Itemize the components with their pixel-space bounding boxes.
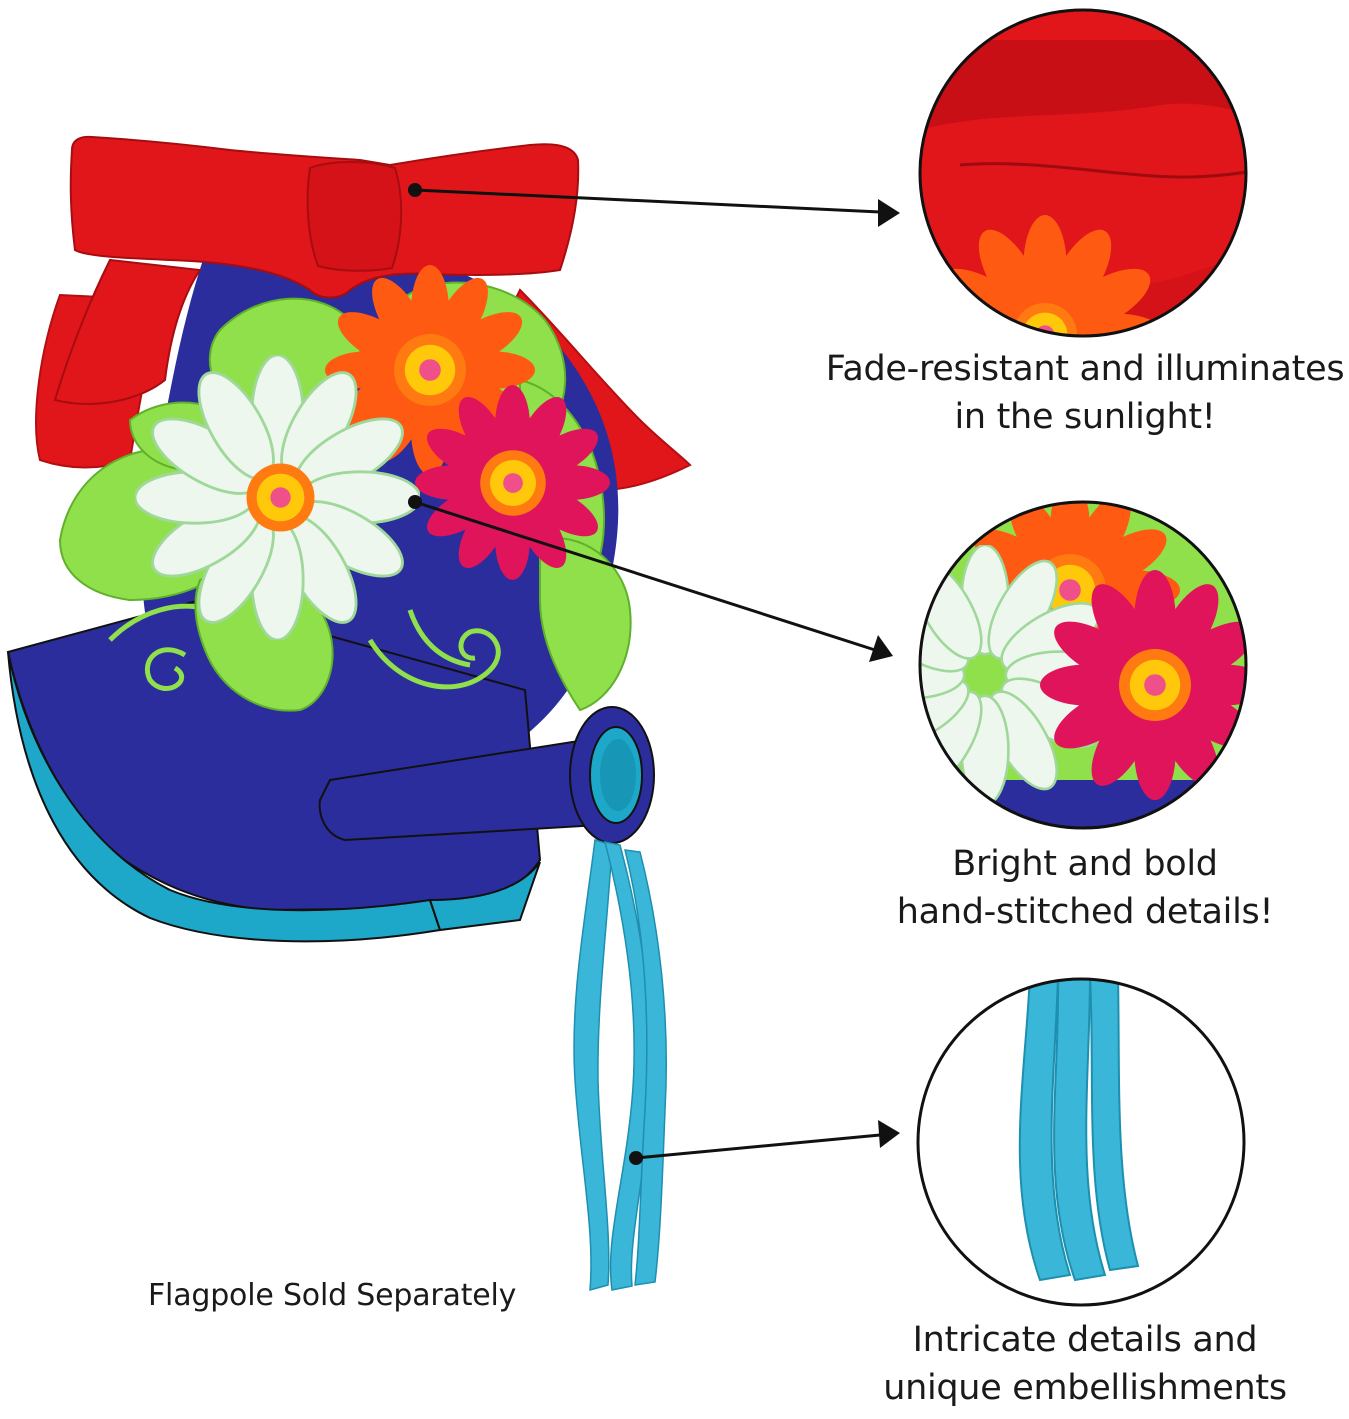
bow-icon — [53, 135, 580, 405]
arrow-icon — [408, 183, 900, 1165]
caption-line: Bright and bold — [952, 844, 1218, 884]
caption-line: unique embellishments — [883, 1368, 1287, 1408]
flower-detail-circle — [920, 502, 1246, 828]
callout-caption-fade-resistant: Fade-resistant and illuminates in the su… — [790, 345, 1349, 441]
caption-line: Intricate details and — [912, 1320, 1258, 1360]
caption-line: in the sunlight! — [954, 397, 1216, 437]
callout-caption-hand-stitched: Bright and bold hand-stitched details! — [860, 840, 1310, 936]
flagpole-note: Flagpole Sold Separately — [148, 1278, 517, 1313]
ribbon-detail-circle — [918, 979, 1244, 1305]
callout-caption-embellishments: Intricate details and unique embellishme… — [850, 1316, 1320, 1412]
caption-line: hand-stitched details! — [896, 892, 1274, 932]
caption-line: Fade-resistant and illuminates — [825, 349, 1345, 389]
ribbon-tail-icon — [573, 839, 668, 1292]
